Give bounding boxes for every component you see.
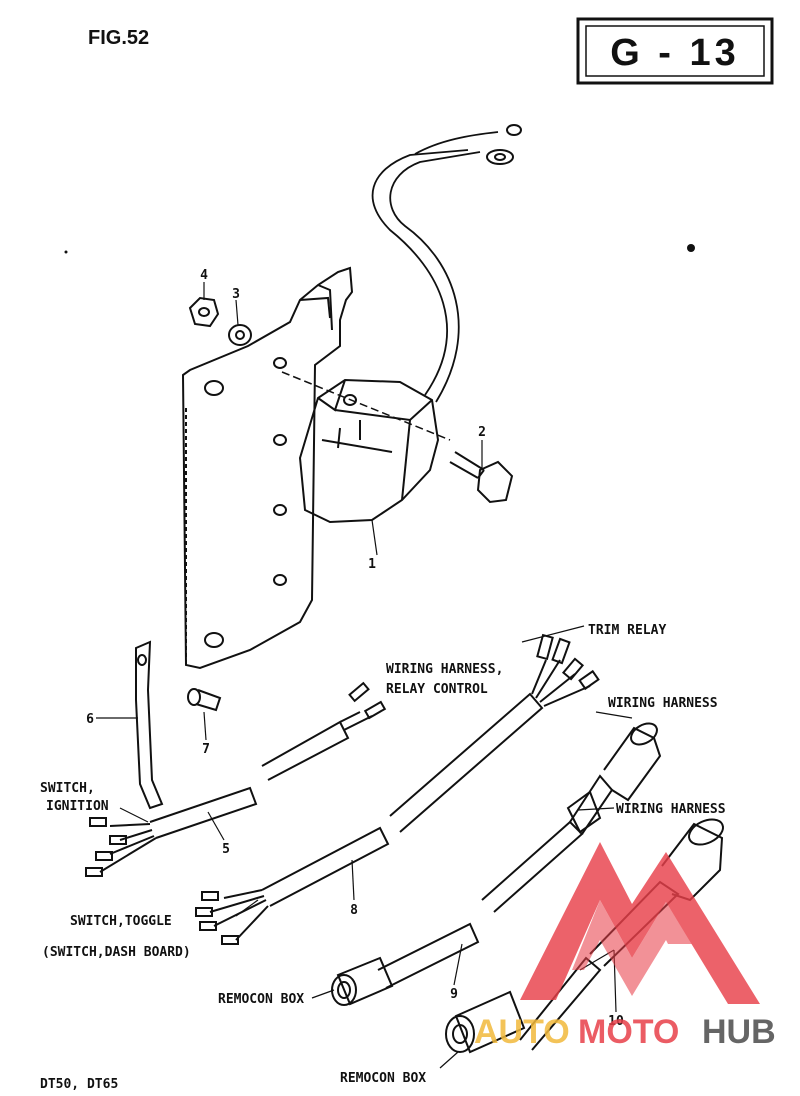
- hex-nut: [188, 296, 220, 328]
- label-harness-relay-2: RELAY CONTROL: [386, 682, 488, 697]
- remocon-connector-b: [445, 990, 526, 1054]
- bolt: [449, 451, 514, 504]
- label-wiring-harness-b: WIRING HARNESS: [616, 802, 726, 817]
- part-number-10: 10: [608, 1014, 624, 1029]
- watermark-moto: MOTO: [578, 1013, 679, 1051]
- trim-relay-unit: [298, 378, 440, 524]
- watermark-hub: HUB: [702, 1013, 776, 1051]
- part-number-8: 8: [350, 903, 358, 918]
- mounting-bracket: [181, 266, 354, 670]
- part-number-7: 7: [202, 742, 210, 757]
- label-switch-ignition-2: IGNITION: [46, 799, 109, 814]
- part-number-3: 3: [232, 287, 240, 302]
- label-harness-relay-1: WIRING HARNESS,: [386, 662, 503, 677]
- label-switch-ignition-1: SWITCH,: [40, 781, 95, 796]
- label-remocon-box-a: REMOCON BOX: [218, 992, 304, 1007]
- section-code-box: G - 13: [576, 17, 774, 85]
- screw: [187, 688, 222, 712]
- relay-lead-wires: [371, 131, 499, 403]
- harness-remocon-box: [377, 722, 662, 989]
- part-number-6: 6: [86, 712, 94, 727]
- harness-relay-control: [85, 681, 387, 877]
- label-wiring-harness-a: WIRING HARNESS: [608, 696, 718, 711]
- watermark-logo: [520, 842, 760, 1004]
- figure-label: FIG.52: [88, 27, 149, 49]
- scan-dot: [687, 244, 695, 252]
- part-number-1: 1: [368, 557, 376, 572]
- remocon-connector: [331, 956, 394, 1006]
- part-number-4: 4: [200, 268, 208, 283]
- watermark-auto: AUTO: [474, 1013, 570, 1051]
- part-number-5: 5: [222, 842, 230, 857]
- lock-washer: [228, 324, 252, 346]
- ring-terminal: [486, 124, 522, 165]
- scan-dot: [64, 250, 68, 254]
- section-code: G - 13: [610, 32, 740, 74]
- label-trim-relay: TRIM RELAY: [588, 623, 666, 638]
- assembly-guide-line: [281, 371, 451, 441]
- harness-trim-relay: [195, 633, 600, 945]
- clamp-strip: [135, 640, 164, 810]
- label-switch-toggle: SWITCH,TOGGLE: [70, 914, 172, 929]
- label-switch-dash: (SWITCH,DASH BOARD): [42, 945, 191, 960]
- model-codes: DT50, DT65: [40, 1077, 118, 1092]
- part-number-9: 9: [450, 987, 458, 1002]
- part-number-2: 2: [478, 425, 486, 440]
- watermark-text: AUTO MOTO HUB: [474, 1013, 776, 1051]
- label-remocon-box-b: REMOCON BOX: [340, 1071, 426, 1086]
